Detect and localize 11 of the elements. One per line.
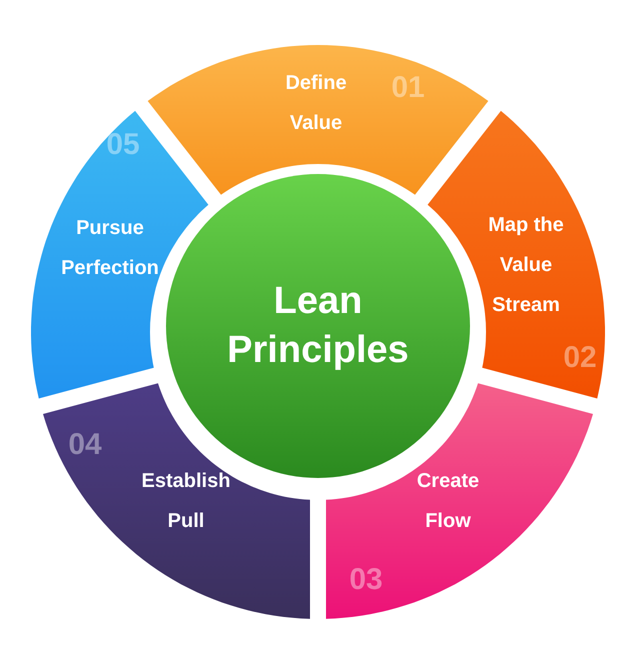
- step-title: Create Flow: [416, 469, 480, 534]
- step-title: Map the Value Stream: [487, 213, 565, 318]
- step-number: 02: [563, 343, 597, 373]
- step-number: 03: [349, 565, 383, 595]
- step-title: Define Value: [284, 71, 348, 136]
- step-title: Pursue Perfection: [60, 216, 160, 281]
- center-title: Lean Principles: [226, 278, 410, 373]
- step-number: 01: [391, 73, 425, 103]
- step-title: Establish Pull: [140, 469, 232, 534]
- step-number: 05: [106, 130, 140, 160]
- step-number: 04: [68, 430, 102, 460]
